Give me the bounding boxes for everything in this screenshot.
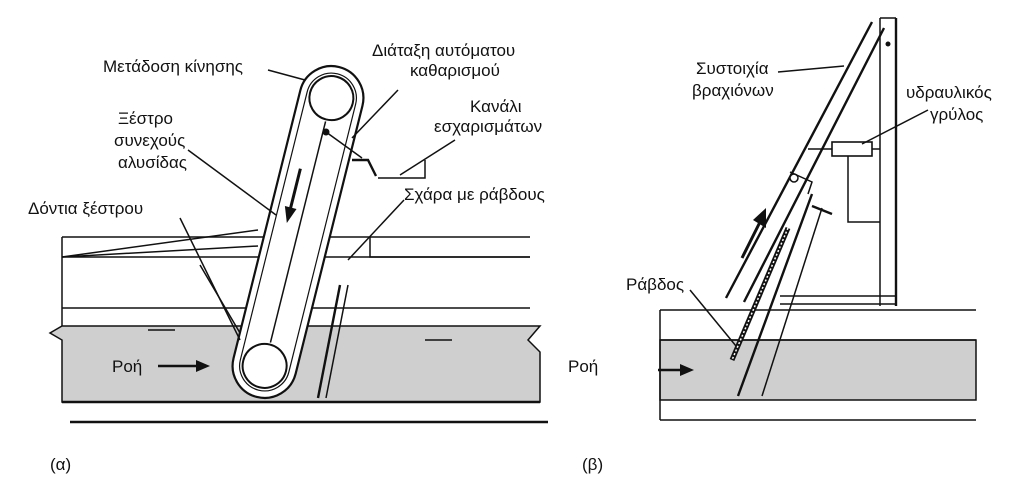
label-self-cleaning-2: καθαρισμού [410, 61, 500, 80]
label-scraper-3: αλυσίδας [118, 153, 187, 172]
screenings-channel [378, 160, 426, 179]
chain-conveyor [231, 64, 365, 400]
hydraulic-cylinder [831, 141, 873, 157]
label-scraper-2: συνεχούς [114, 131, 185, 150]
water-body-b [659, 339, 977, 401]
cleaning-pointer [325, 131, 363, 159]
chain-direction-shaft [288, 168, 302, 213]
chain-loop-inner [239, 72, 357, 392]
flow-arrow-head-a [196, 360, 210, 372]
label-channel-1: Κανάλι [470, 97, 522, 116]
scraper-teeth-line-2 [61, 245, 259, 258]
label-rod: Ράβδος [626, 275, 684, 294]
arms-leader [777, 65, 845, 73]
label-bar-rack: Σχάρα με ράβδους [404, 185, 545, 204]
label-scraper-1: Ξέστρο [118, 109, 173, 128]
flow-arrow-head-b [680, 364, 694, 376]
panel-b: Συστοιχία βραχιόνων υδραυλικός γρύλος Ρά… [568, 17, 992, 474]
rake-direction-shaft [740, 221, 762, 259]
label-flow-a: Ροή [112, 357, 142, 376]
rod-leader [689, 289, 737, 347]
label-drive: Μετάδοση κίνησης [103, 57, 243, 76]
frame-pivot [885, 41, 891, 47]
arm-inner [742, 27, 886, 303]
label-channel-2: εσχαρισμάτων [434, 117, 542, 136]
label-teeth: Δόντια ξέστρου [28, 199, 143, 218]
screen-chevron [811, 204, 833, 216]
rack-leader [347, 199, 405, 261]
lower-sprocket [241, 342, 288, 389]
caption-b: (β) [582, 455, 603, 474]
chain-divider [269, 121, 327, 343]
label-hydraulic-1: υδραυλικός [906, 83, 992, 102]
arm-linkage [789, 171, 813, 195]
label-arms-2: βραχιόνων [692, 81, 774, 100]
drive-sprocket [308, 75, 355, 122]
drive-leader [267, 69, 306, 81]
chain-direction-arrow [284, 206, 297, 224]
scraper-leader [187, 149, 277, 216]
screen-bar-2 [761, 207, 823, 397]
cleaning-leader [351, 89, 399, 139]
channel-step-a [369, 237, 530, 258]
label-hydraulic-2: γρύλος [930, 105, 983, 124]
arm-outer [724, 21, 874, 299]
caption-a: (α) [50, 455, 71, 474]
bar-rack-rod-2 [325, 284, 349, 399]
scraper-teeth-line [61, 229, 259, 258]
jack-bracket [847, 156, 880, 223]
teeth-leader [179, 217, 241, 341]
cleaning-pivot [322, 128, 330, 136]
channel-pointer [399, 139, 456, 176]
hydraulic-leader [861, 109, 929, 145]
label-self-cleaning-1: Διάταξη αυτόματου [372, 41, 515, 60]
rake-rod [729, 227, 791, 361]
label-arms-1: Συστοιχία [696, 59, 769, 78]
panel-a: Μετάδοση κίνησης Διάταξη αυτόματου καθαρ… [28, 41, 548, 474]
bar-rack-rod-1 [316, 284, 342, 399]
cleaning-device [352, 158, 378, 177]
rake-direction-arrow [753, 208, 766, 228]
label-flow-b: Ροή [568, 357, 598, 376]
screen-bar [736, 193, 814, 397]
